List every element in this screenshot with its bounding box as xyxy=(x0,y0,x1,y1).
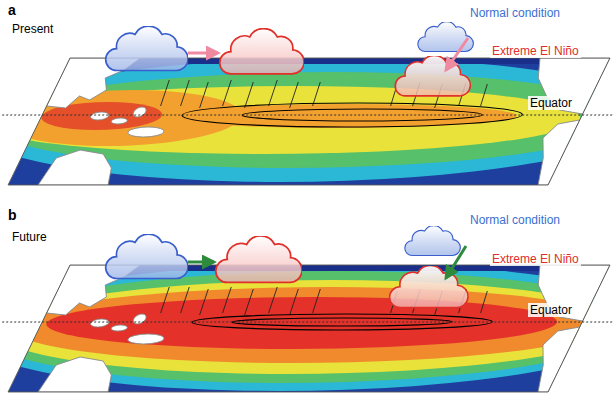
clouds-present xyxy=(106,22,474,96)
equator-label: Equator xyxy=(528,96,574,110)
clouds-future xyxy=(106,226,468,308)
legend-label-normal: Normal condition xyxy=(468,213,562,227)
sst-map-present xyxy=(0,58,616,185)
panel-letter: b xyxy=(6,208,19,222)
panel-letter: a xyxy=(6,3,18,17)
period-label: Future xyxy=(10,230,49,244)
legend-label-el-nino: Extreme El Niño xyxy=(490,44,581,58)
legend-label-normal: Normal condition xyxy=(468,6,562,20)
sst-map-future xyxy=(0,263,616,392)
legend-label-el-nino: Extreme El Niño xyxy=(490,252,581,266)
period-label: Present xyxy=(10,22,55,36)
equator-label: Equator xyxy=(528,303,574,317)
